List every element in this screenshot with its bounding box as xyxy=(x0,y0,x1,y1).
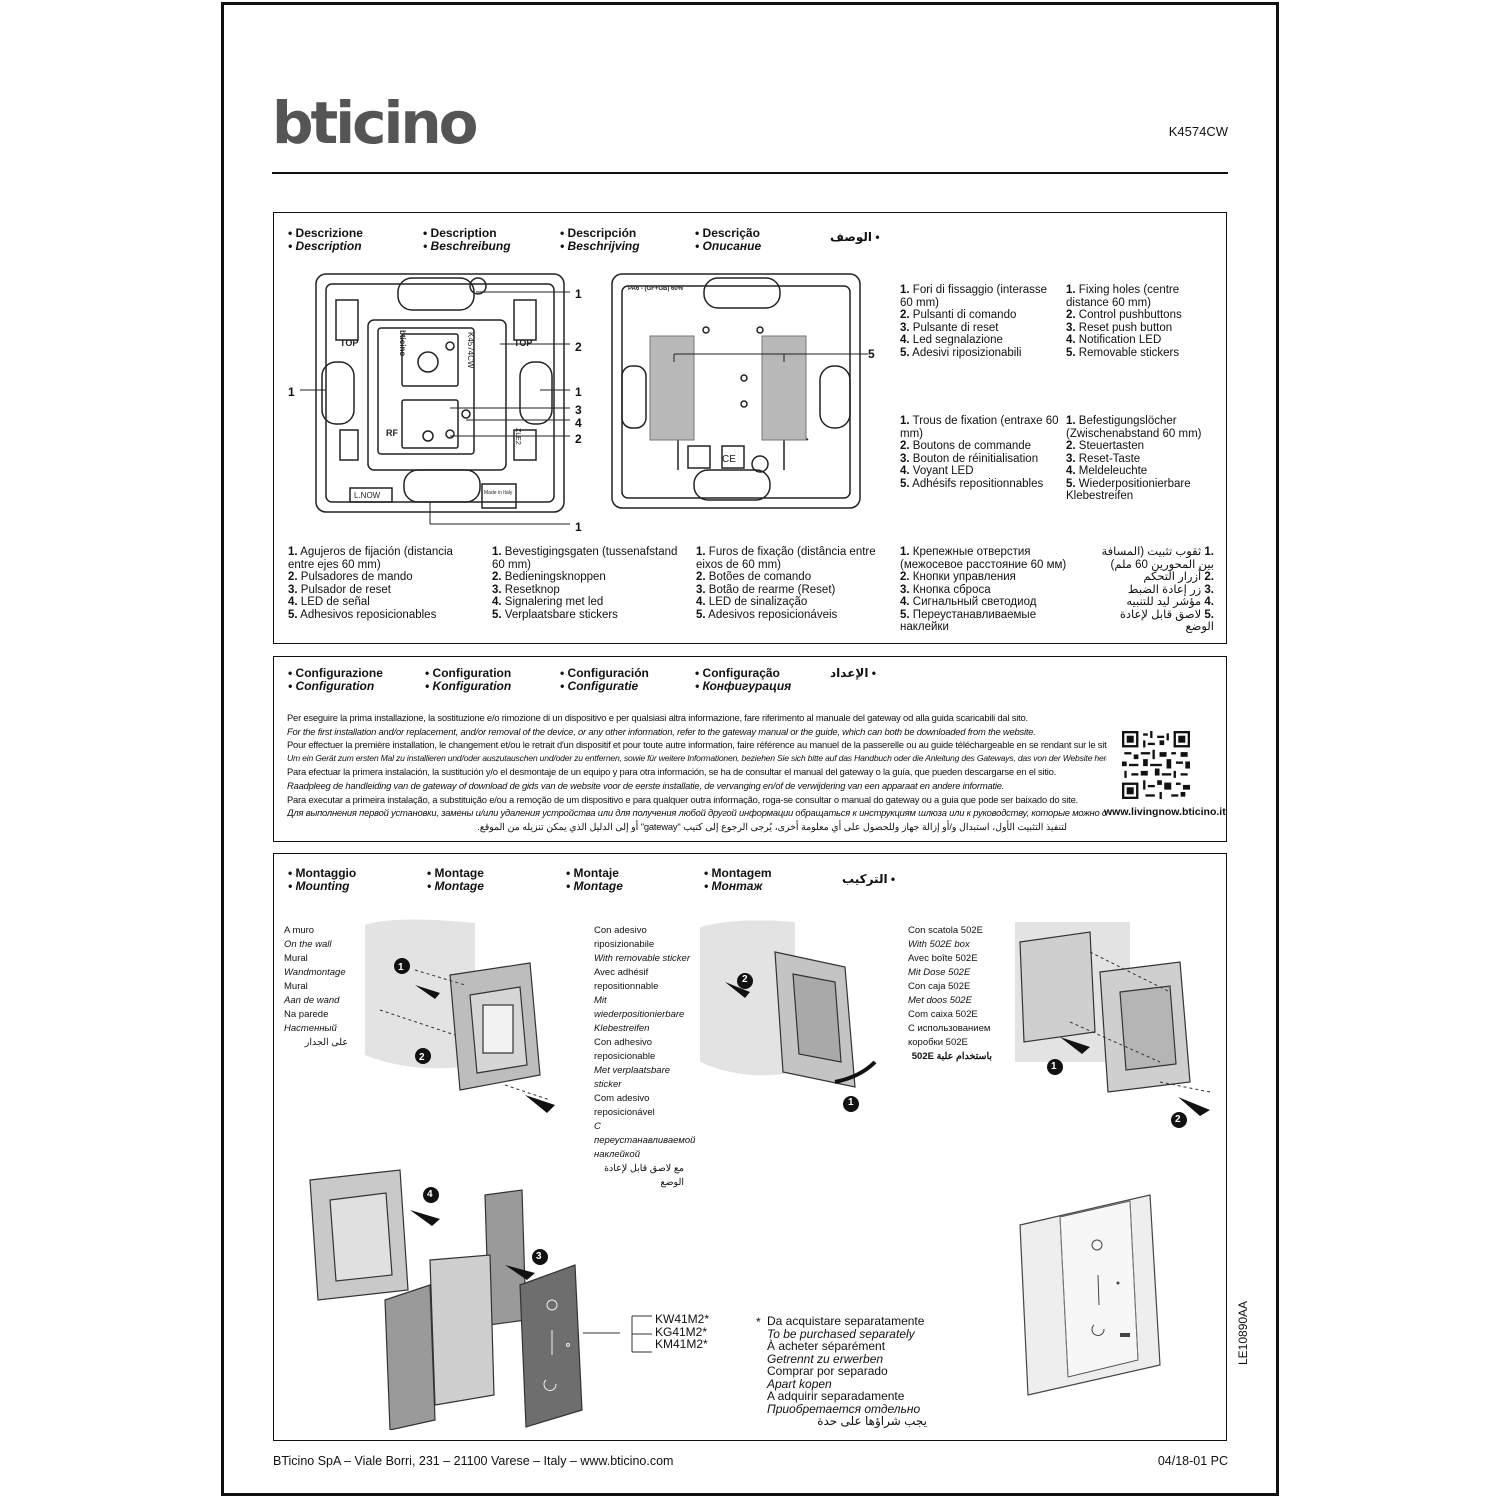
footer-address: BTicino SpA – Viale Borri, 231 – 21100 V… xyxy=(273,1454,674,1468)
cfg-ar: لتنفيذ التثبيت الأول، استبدال و/أو إزالة… xyxy=(477,820,1067,832)
cfg-heading-ar: الإعداد • xyxy=(830,666,876,680)
plate-code-bracket xyxy=(631,1315,652,1353)
list-ar: .1 ثقوب تثبيت (المسافة بين المحورين 60 م… xyxy=(1101,546,1215,633)
mounting-panel xyxy=(273,853,1227,1441)
header-rule xyxy=(272,172,1228,174)
lnow-label: L.NOW xyxy=(354,491,381,500)
step-2-box: 2 xyxy=(1175,1114,1181,1125)
page-border xyxy=(221,2,1279,1496)
callout-1-bottom: 1 xyxy=(575,520,582,534)
footer-date-code: 04/18-01 PC xyxy=(1157,1454,1228,1468)
material-label: PA6 - (GF+GB) 60% xyxy=(628,286,684,292)
device-front-diagram: TOP TOP RF L.NOW Made in Italy K4574CW b… xyxy=(300,273,570,525)
description-panel xyxy=(273,212,1227,644)
callout-2-top: 2 xyxy=(575,340,582,354)
sticker-mount-illustration xyxy=(700,920,877,1112)
mount-heading-ar: التركيب • xyxy=(842,872,896,886)
desc-heading-fr: • Description• Beschreibung xyxy=(423,226,511,253)
asterisk-note-mark: * xyxy=(756,1315,761,1329)
cfg-es: Para efectuar la primera instalación, la… xyxy=(287,766,1057,778)
livingnow-url[interactable]: www.livingnow.bticino.it xyxy=(1104,806,1226,818)
cfg-fr: Pour effectuer la première installation,… xyxy=(287,739,1107,751)
product-code: K4574CW xyxy=(1168,124,1228,139)
cfg-de: Um ein Gerät zum ersten Mal zu installie… xyxy=(287,752,1107,763)
purchase-separately-note: Da acquistare separatamente To be purcha… xyxy=(767,1314,927,1428)
mount-heading-pt: • Montagem• Монтаж xyxy=(704,866,772,893)
model-label: K4574CW xyxy=(466,332,475,369)
configuration-text: Per eseguire la prima installazione, la … xyxy=(287,711,1107,833)
desc-heading-it: • Descrizione• Description xyxy=(288,226,363,253)
cfg-heading-it: • Configurazione• Configuration xyxy=(288,666,383,693)
box-mount-illustration xyxy=(1015,922,1211,1128)
list-fr: 1. Trous de fixation (entraxe 60 mm) 2. … xyxy=(900,415,1059,490)
step-3-plate: 3 xyxy=(536,1251,542,1262)
document-code: LE10890AA xyxy=(1236,1300,1250,1365)
finished-plate-illustration xyxy=(1019,1194,1161,1396)
made-in-label: Made in Italy xyxy=(484,490,513,496)
cfg-nl: Raadpleeg de handleiding van de gateway … xyxy=(287,779,1005,791)
device-back-diagram: PA6 - (GF+GB) 60% CE xyxy=(611,273,868,509)
sticker-labels: Con adesivo riposizionabile With removab… xyxy=(594,925,696,1188)
plate-assembly-illustration xyxy=(309,1169,620,1430)
cfg-pt: Para executar a primeira instalação, a s… xyxy=(287,793,1078,805)
wall-labels: A muro On the wall Mural Wandmontage Mur… xyxy=(284,925,348,1048)
list-it: 1. Fori di fissaggio (interasse 60 mm) 2… xyxy=(900,284,1048,359)
callout-1-left: 1 xyxy=(288,385,295,399)
callout-1-top: 1 xyxy=(575,287,582,301)
callout-5: 5 xyxy=(868,347,875,361)
wall-mount-illustration xyxy=(365,919,555,1113)
callout-1-right: 1 xyxy=(575,385,582,399)
step-1-sticker: 1 xyxy=(848,1097,854,1108)
top-label-right: TOP xyxy=(514,338,532,348)
box-labels: Con scatola 502E With 502E box Avec boît… xyxy=(908,925,992,1062)
brand-small-label: bticino xyxy=(398,330,407,356)
step-2-sticker: 2 xyxy=(742,974,748,985)
cfg-heading-fr: • Configuration• Konfiguration xyxy=(425,666,512,693)
cfg-ru: Для выполнения первой установки, замены … xyxy=(287,807,1107,819)
callout-2-bottom: 2 xyxy=(575,432,582,446)
step-2-wall: 2 xyxy=(419,1052,425,1063)
rf-label: RF xyxy=(386,428,398,438)
list-pt: 1. Furos de fixação (distância entre eix… xyxy=(696,546,876,621)
step-1-wall: 1 xyxy=(398,962,404,973)
mount-heading-es: • Montaje• Montage xyxy=(566,866,623,893)
mount-heading-fr: • Montage• Montage xyxy=(427,866,484,893)
sticker-right xyxy=(761,335,807,441)
top-label-left: TOP xyxy=(340,338,358,348)
cfg-heading-pt: • Configuração• Конфигурация xyxy=(695,666,792,693)
list-nl: 1. Bevestigingsgaten (tussenafstand 60 m… xyxy=(492,546,678,621)
list-de: 1. Befestigungslöcher (Zwischenabstand 6… xyxy=(1066,415,1202,502)
cfg-heading-es: • Configuración• Configuratie xyxy=(560,666,649,693)
bticino-logo: bticino xyxy=(272,89,479,157)
list-en: 1. Fixing holes (centre distance 60 mm) … xyxy=(1066,284,1182,359)
step-4-plate: 4 xyxy=(427,1189,433,1200)
sticker-left xyxy=(649,335,695,441)
zle-label: ZLE2 xyxy=(514,428,521,445)
plate-codes: KW41M2* KG41M2* KM41M2* xyxy=(655,1312,710,1351)
mount-heading-it: • Montaggio• Mounting xyxy=(288,866,357,893)
step-1-box: 1 xyxy=(1051,1061,1057,1072)
callout-3: 3 xyxy=(575,403,582,417)
ce-mark: CE xyxy=(722,454,736,465)
qr-code-icon[interactable] xyxy=(1122,731,1190,799)
desc-heading-pt: • Descrição• Описание xyxy=(695,226,762,253)
desc-heading-es: • Descripción• Beschrijving xyxy=(560,226,640,253)
list-es: 1. Agujeros de fijación (distancia entre… xyxy=(288,546,453,621)
cfg-it: Per eseguire la prima installazione, la … xyxy=(287,712,1028,723)
desc-heading-ar: الوصف • xyxy=(830,230,880,244)
configuration-panel xyxy=(273,656,1227,842)
list-ru: 1. Крепежные отверстия (межосевое рассто… xyxy=(900,546,1067,633)
callout-4: 4 xyxy=(575,416,582,430)
cfg-en: For the first installation and/or replac… xyxy=(287,725,1036,737)
